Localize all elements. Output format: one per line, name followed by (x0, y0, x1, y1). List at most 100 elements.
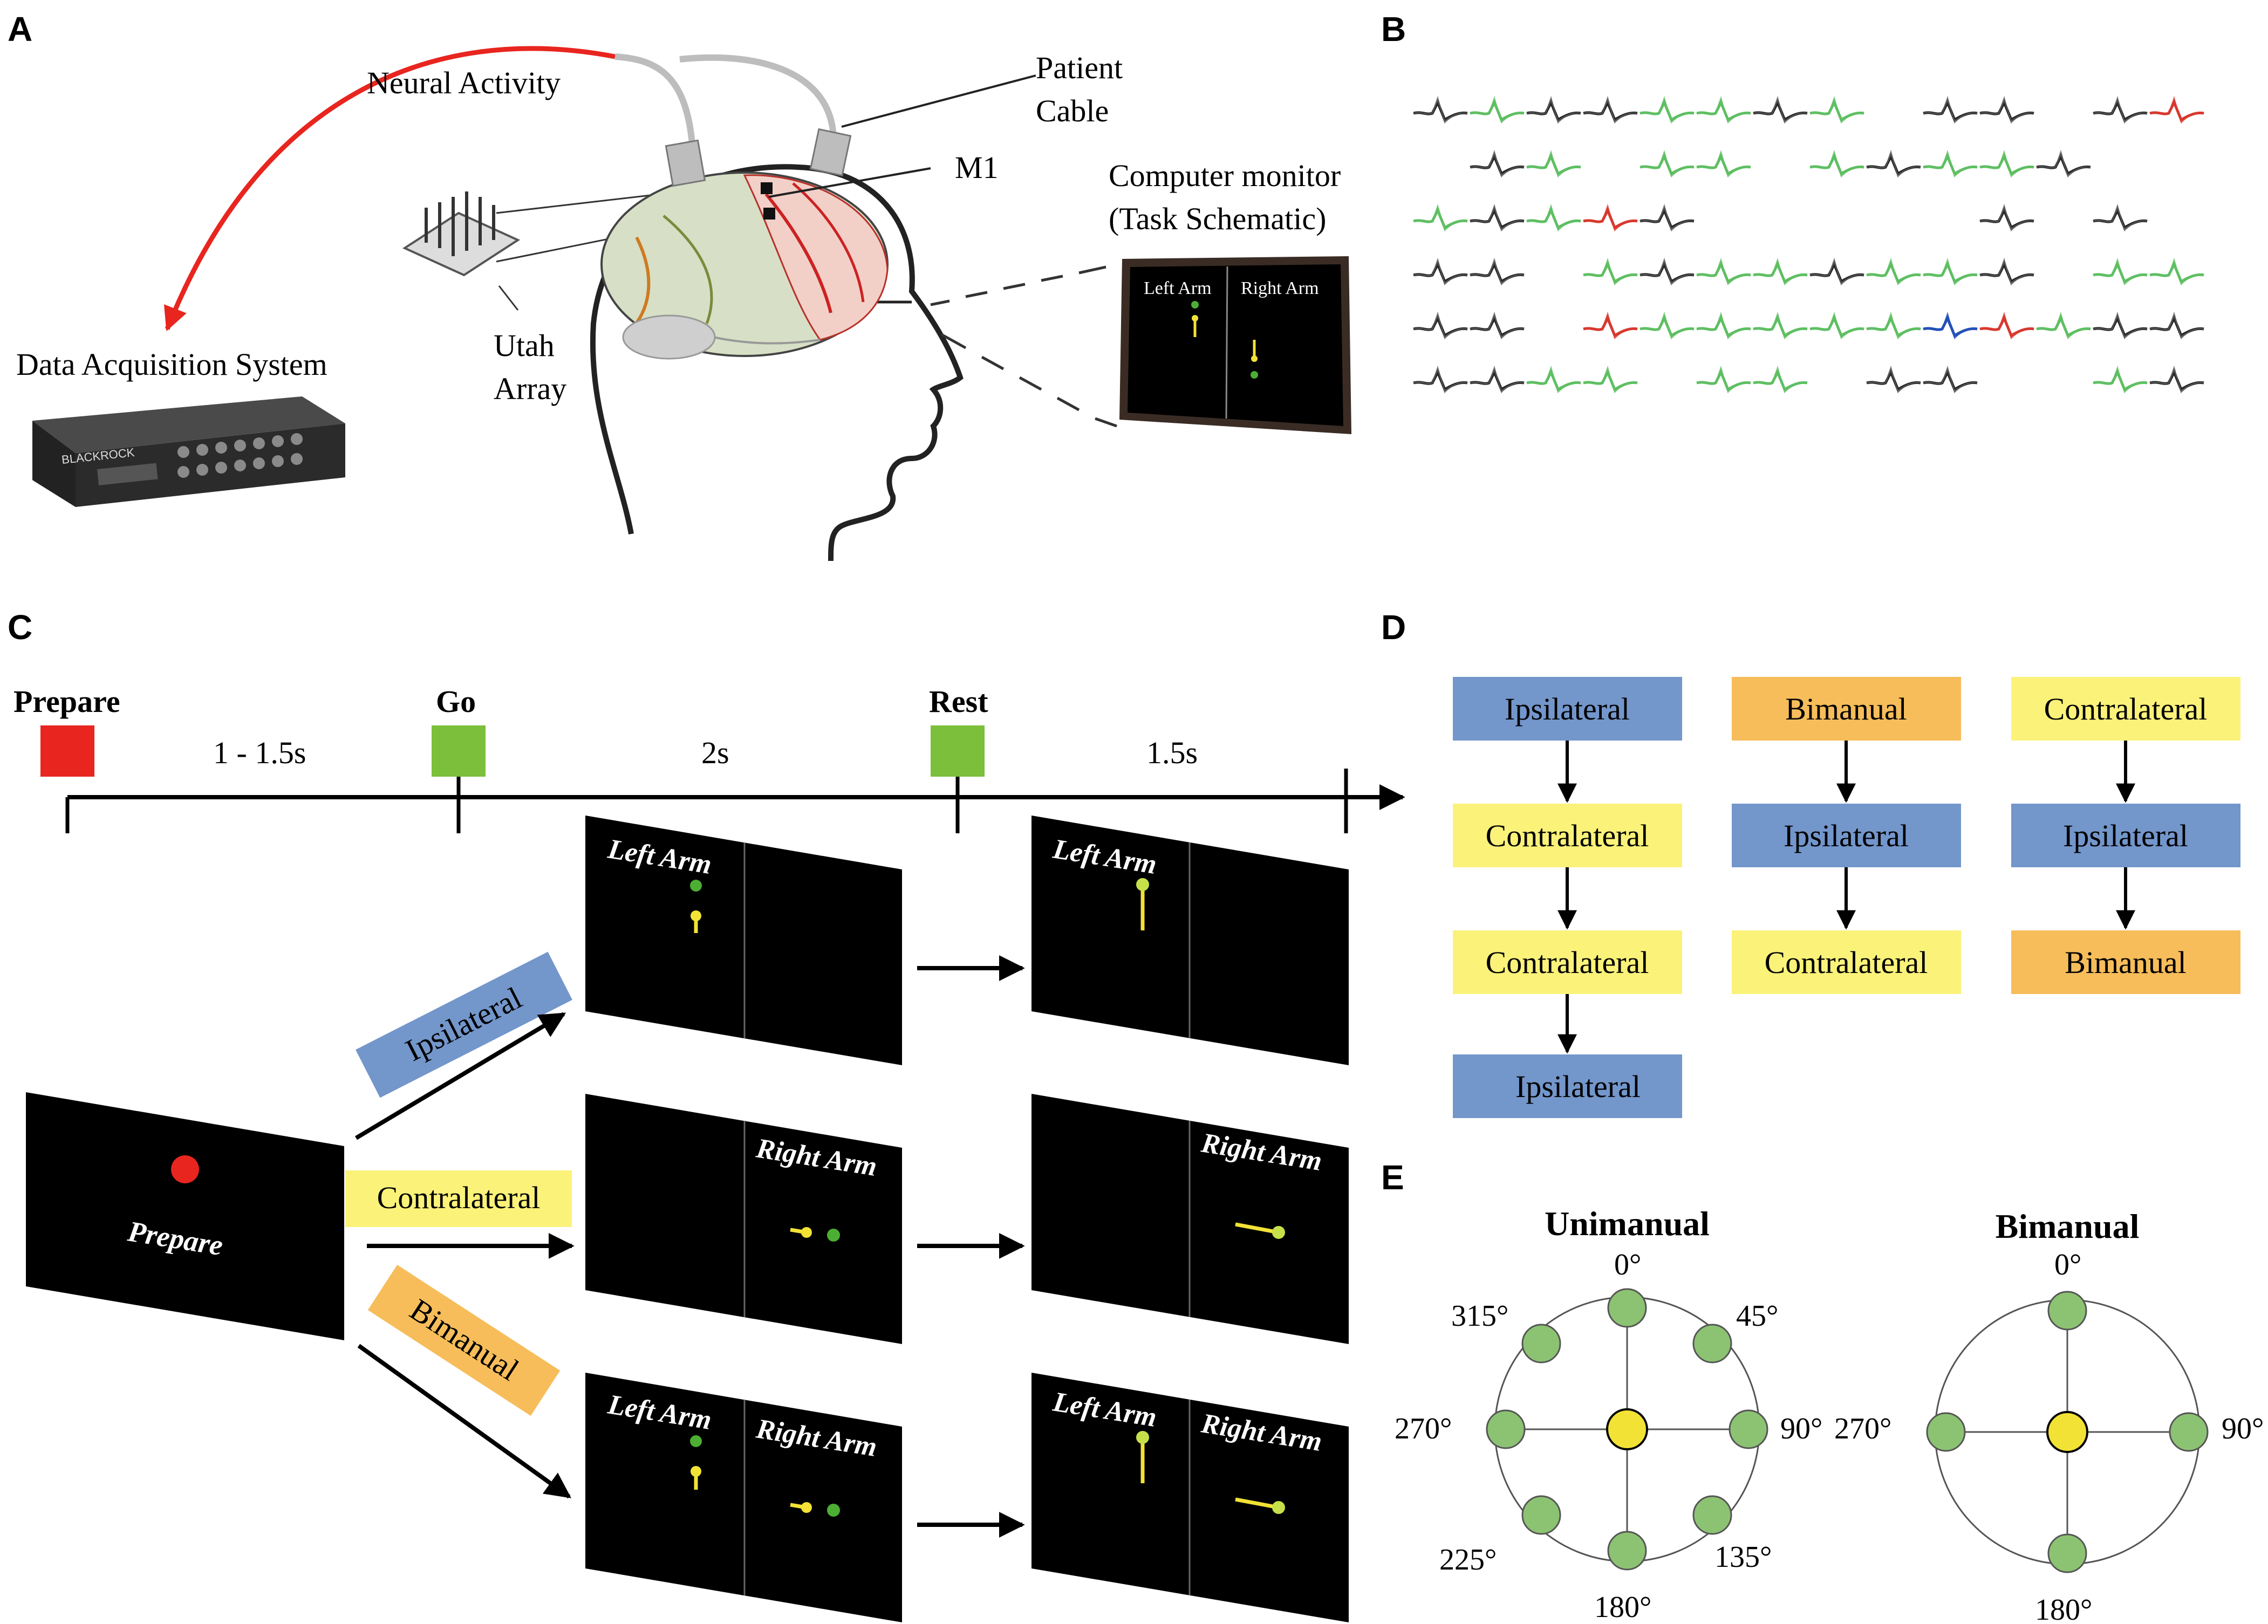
spike-waveform-trace (1413, 365, 1468, 394)
spike-waveform-trace (2093, 365, 2148, 394)
uni-target-225 (1521, 1495, 1561, 1535)
spike-waveform-trace (1526, 207, 1581, 230)
spike-waveform-trace (1753, 311, 1808, 340)
contralateral-tag-label: Contralateral (377, 1180, 541, 1215)
seq1-step2: Contralateral (1486, 818, 1649, 853)
brain (600, 172, 889, 360)
spike-waveform-trace (1696, 153, 1751, 176)
spike-waveform-trace (1470, 153, 1525, 176)
spike-waveform-trace (1809, 153, 1864, 176)
spike-waveform-trace (1696, 368, 1751, 392)
spike-waveform-trace (2093, 314, 2148, 338)
spike-waveform-trace (1413, 257, 1468, 286)
spike-waveform-trace (1979, 153, 2034, 176)
monitor-left-arm: Left Arm (1144, 278, 1212, 298)
spike-waveform-trace (2149, 368, 2204, 392)
spike-waveform-trace (1753, 261, 1808, 284)
spike-waveform-trace (2149, 95, 2204, 124)
uni-target-90 (1729, 1409, 1768, 1449)
spike-waveform-trace (1639, 149, 1695, 178)
spike-waveform-trace (1413, 261, 1468, 284)
spike-waveform-trace (1696, 314, 1751, 338)
spike-waveform-trace (1696, 365, 1751, 394)
spike-waveform-trace (1979, 311, 2034, 340)
m1-label: M1 (955, 150, 999, 185)
spike-waveform-trace (2093, 203, 2148, 232)
spike-waveform-trace (1696, 311, 1751, 340)
monitor-right-arm: Right Arm (1241, 278, 1319, 298)
spike-waveform-trace (1866, 261, 1921, 284)
spike-waveform-trace (2036, 153, 2091, 176)
spike-waveform-trace (1526, 95, 1581, 124)
spike-waveform-trace (1866, 311, 1921, 340)
spike-waveform-trace (1526, 203, 1581, 232)
spike-waveform-trace (1923, 149, 1978, 178)
spike-waveform-trace (1413, 95, 1468, 124)
neural-activity-label: Neural Activity (367, 65, 561, 100)
spike-waveform-trace (2036, 311, 2091, 340)
timeline-prepare-label: Prepare (13, 684, 120, 719)
spike-waveform-trace (1526, 365, 1581, 394)
bi-angle-0: 0° (2054, 1248, 2081, 1282)
timeline-ticks (65, 769, 1348, 833)
panel-e: E Unimanual Bimanual 0° 45° 90° 135° 180… (1381, 1158, 2264, 1624)
spike-waveform-trace (1639, 311, 1695, 340)
spike-waveform-trace (1583, 314, 1638, 338)
spike-waveform-trace (1470, 203, 1525, 232)
monitor-label-1: Computer monitor (1109, 158, 1341, 193)
spike-waveform-trace (1696, 257, 1751, 286)
spike-waveform-trace (1809, 257, 1864, 286)
spike-waveform-trace (1923, 311, 1978, 340)
spike-waveform-trace (1866, 149, 1921, 178)
connector-right (809, 128, 852, 177)
spike-waveform-trace (2036, 314, 2091, 338)
spike-waveform-trace (1583, 368, 1638, 392)
screen-bimanual-go: Left Arm Right Arm (585, 1373, 902, 1622)
sequence-column-2: Bimanual Ipsilateral Contralateral (1732, 677, 1961, 994)
spike-waveform-trace (1923, 368, 1978, 392)
prepare-cue (40, 725, 94, 777)
spike-waveform-trace (1866, 153, 1921, 176)
spike-waveform-trace (1583, 95, 1638, 124)
sequence-column-1: Ipsilateral Contralateral Contralateral … (1453, 677, 1682, 1118)
seq3-step2: Ipsilateral (2063, 818, 2188, 853)
spike-waveform-trace (1526, 99, 1581, 122)
spike-waveform-trace (1639, 99, 1695, 122)
spike-waveform-trace (1583, 257, 1638, 286)
unimanual-targets (1486, 1288, 1768, 1571)
rest-cue (931, 725, 985, 777)
duration-1: 1 - 1.5s (213, 735, 306, 770)
spike-waveform-trace (1979, 257, 2034, 286)
spike-waveform-trace (1923, 153, 1978, 176)
spike-waveform-trace (2093, 261, 2148, 284)
screen-bimanual-rest: Left Arm Right Arm (1031, 1373, 1349, 1622)
uni-angle-180: 180° (1594, 1591, 1651, 1624)
spike-waveform-trace (1639, 203, 1695, 232)
spike-waveform-trace (1923, 95, 1978, 124)
spike-waveform-trace (1470, 99, 1525, 122)
spike-waveform-trace (1413, 368, 1468, 392)
seq2-step3: Contralateral (1765, 945, 1928, 980)
spike-waveform-trace (1979, 314, 2034, 338)
spike-waveform-trace (1866, 257, 1921, 286)
patient-cable-label-1: Patient (1036, 50, 1123, 85)
uni-center (1606, 1408, 1648, 1450)
timeline-go-label: Go (436, 684, 476, 719)
unimanual-title: Unimanual (1545, 1204, 1710, 1243)
spike-waveform-trace (1923, 261, 1978, 284)
spike-waveform-trace (1639, 95, 1695, 124)
spike-waveform-trace (2036, 149, 2091, 178)
spike-waveform-trace (1639, 314, 1695, 338)
panel-a: A Neural Activity BLACKROCK Data Acquisi… (8, 10, 1351, 561)
go-cue (432, 725, 486, 777)
spike-waveform-trace (1753, 99, 1808, 122)
spike-waveform-trace (2093, 311, 2148, 340)
spike-waveform-trace (1809, 149, 1864, 178)
seq2-step1: Bimanual (1785, 691, 1907, 727)
spike-waveform-trace (1470, 368, 1525, 392)
uni-angle-270: 270° (1395, 1412, 1452, 1445)
panel-c-letter: C (8, 608, 32, 647)
patient-cable-left (614, 53, 696, 162)
spike-waveform-trace (1753, 257, 1808, 286)
